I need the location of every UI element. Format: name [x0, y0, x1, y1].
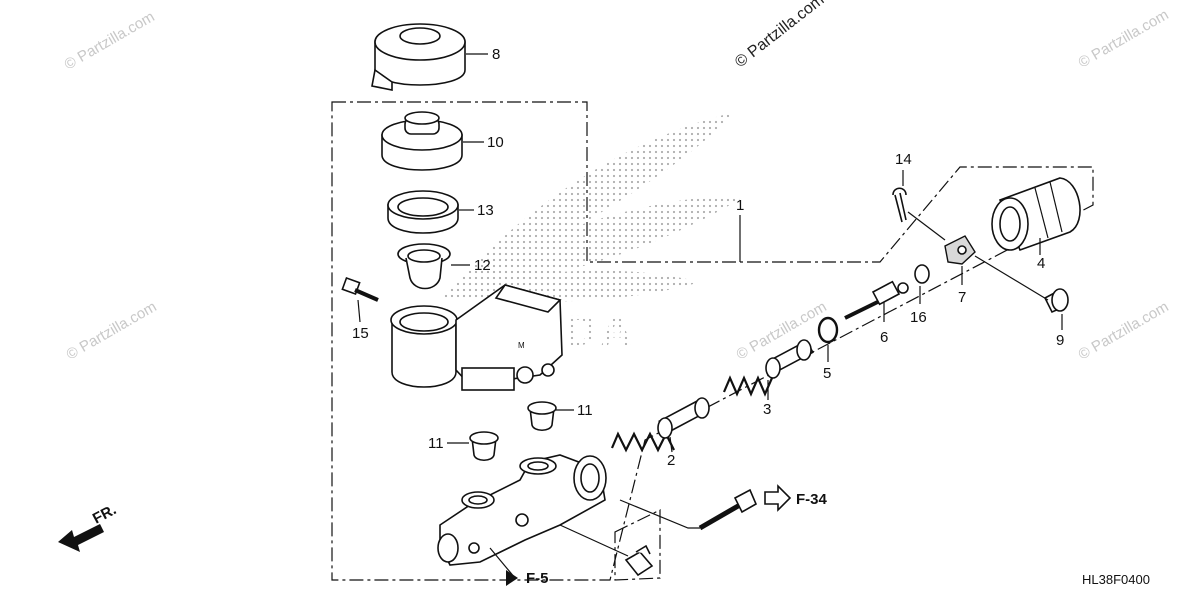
- label-16: 16: [910, 309, 927, 326]
- label-12: 12: [474, 257, 491, 274]
- bleeder-fitting[interactable]: [624, 544, 654, 577]
- label-8: 8: [492, 46, 500, 63]
- label-4: 4: [1037, 255, 1045, 272]
- joint-pin-part-9[interactable]: [1043, 288, 1069, 314]
- label-11-left: 11: [428, 435, 444, 452]
- front-direction-arrow: FR.: [58, 501, 119, 552]
- ref-arrow-f5[interactable]: F-5: [506, 570, 549, 587]
- piston-assembly-part-3[interactable]: [722, 339, 814, 397]
- assembly-boundary-lower: [614, 509, 661, 581]
- assembly-boundary-reservoir: [331, 101, 1094, 581]
- ref-f34: F-34: [796, 491, 828, 508]
- grommet-part-11-left[interactable]: [469, 431, 499, 462]
- label-6: 6: [880, 329, 888, 346]
- reservoir-cover-part-8[interactable]: [371, 23, 466, 91]
- watermark-small: © Partzilla.com: [64, 298, 160, 363]
- watermark-small: © Partzilla.com: [62, 8, 158, 73]
- label-2: 2: [667, 452, 675, 469]
- label-10: 10: [487, 134, 504, 151]
- label-13: 13: [477, 202, 494, 219]
- reservoir-body[interactable]: M: [390, 284, 563, 391]
- label-11-right: 11: [577, 402, 593, 419]
- reservoir-cap-part-10[interactable]: [381, 111, 463, 171]
- joint-part-7[interactable]: [944, 235, 976, 265]
- bolt-f34[interactable]: [698, 488, 758, 531]
- diaphragm-plate-part-13[interactable]: [387, 190, 459, 234]
- label-15: 15: [352, 325, 369, 342]
- label-3: 3: [763, 401, 771, 418]
- ref-arrow-f34[interactable]: F-34: [764, 484, 828, 512]
- label-14: 14: [895, 151, 912, 168]
- cotter-pin-part-14[interactable]: [892, 187, 907, 223]
- label-5: 5: [823, 365, 831, 382]
- diagram-code: HL38F0400: [1082, 572, 1150, 587]
- svg-text:M: M: [518, 341, 525, 350]
- ref-f5: F-5: [526, 570, 549, 587]
- label-1: 1: [736, 197, 744, 214]
- piston-assembly-part-2[interactable]: [610, 397, 710, 453]
- push-rod-part-6[interactable]: [844, 280, 909, 320]
- label-7: 7: [958, 289, 966, 306]
- master-cylinder-body[interactable]: [437, 454, 607, 566]
- nut-part-16[interactable]: [914, 264, 930, 284]
- watermark-small: © Partzilla.com: [1076, 6, 1172, 71]
- diaphragm-part-12[interactable]: [397, 243, 451, 290]
- front-label: FR.: [90, 501, 119, 527]
- grommet-part-11-right[interactable]: [527, 401, 557, 432]
- watermark-main: © Partzilla.com: [732, 0, 827, 71]
- circlip-part-5[interactable]: [817, 316, 839, 344]
- screw-part-15[interactable]: [341, 276, 379, 302]
- boot-part-4[interactable]: [991, 177, 1081, 252]
- watermark-small: © Partzilla.com: [1076, 298, 1172, 363]
- label-9: 9: [1056, 332, 1064, 349]
